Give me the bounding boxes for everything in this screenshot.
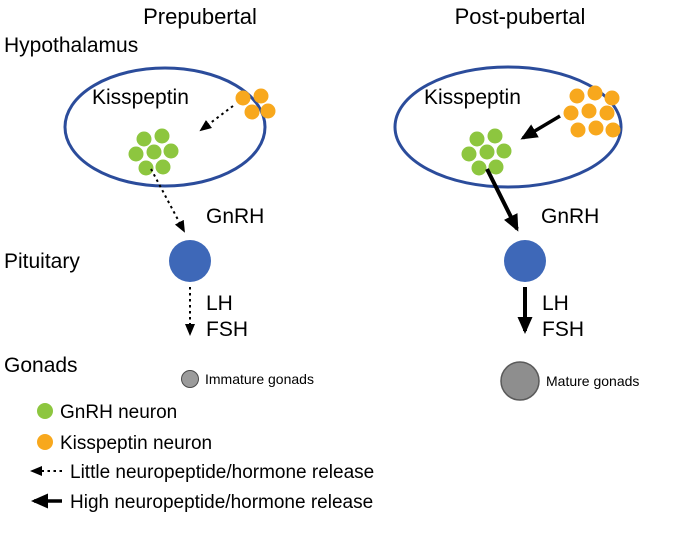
kisspeptin-neuron-dot bbox=[599, 105, 615, 121]
postpubertal-gnrh-label: GnRH bbox=[541, 205, 599, 228]
prepubertal-title: Prepubertal bbox=[143, 4, 257, 29]
gnrh-neuron-dot bbox=[471, 160, 487, 176]
prepubertal-kisspeptin-to-gnrh-arrow bbox=[199, 105, 234, 132]
kisspeptin-neuron-dot bbox=[587, 85, 603, 101]
legend-little-release-label: Little neuropeptide/hormone release bbox=[70, 462, 374, 483]
kisspeptin-neuron-dot bbox=[605, 122, 621, 138]
kisspeptin-neuron-dot bbox=[570, 122, 586, 138]
postpubertal-kisspeptin-label: Kisspeptin bbox=[424, 86, 521, 109]
legend-gnrh-neuron-label: GnRH neuron bbox=[60, 402, 177, 423]
immature-gonad-circle bbox=[181, 370, 199, 388]
prepubertal-kisspeptin-neurons bbox=[235, 88, 276, 120]
mature-gonad-circle bbox=[500, 361, 540, 401]
postpubertal-column: Kisspeptin GnRH LH FSH Mature gonads bbox=[393, 65, 639, 401]
postpubertal-kisspeptin-to-gnrh-arrow bbox=[520, 114, 561, 140]
gnrh-neuron-dot bbox=[469, 131, 485, 147]
kisspeptin-neuron-dot bbox=[604, 90, 620, 106]
postpubertal-pituitary-circle bbox=[504, 240, 546, 282]
postpubertal-title: Post-pubertal bbox=[455, 4, 586, 29]
prepubertal-gnrh-label: GnRH bbox=[206, 205, 264, 228]
kisspeptin-neuron-dot bbox=[569, 88, 585, 104]
gnrh-neuron-dot bbox=[154, 128, 170, 144]
kisspeptin-neuron-dot bbox=[260, 103, 276, 119]
prepubertal-column: Kisspeptin GnRH LH FSH Immature gonads bbox=[63, 66, 314, 388]
kisspeptin-neuron-dot bbox=[235, 90, 251, 106]
postpubertal-fsh-label: FSH bbox=[542, 318, 584, 341]
gnrh-neuron-dot bbox=[138, 160, 154, 176]
immature-gonads-label: Immature gonads bbox=[205, 371, 314, 387]
prepubertal-kisspeptin-label: Kisspeptin bbox=[92, 86, 189, 109]
prepubertal-gnrh-release-arrow bbox=[150, 168, 185, 233]
kisspeptin-neuron-dot bbox=[244, 104, 260, 120]
hypothalamus-label: Hypothalamus bbox=[4, 34, 138, 57]
legend-kisspeptin-neuron-label: Kisspeptin neuron bbox=[60, 433, 212, 454]
gnrh-neuron-dot bbox=[155, 159, 171, 175]
kisspeptin-neuron-dot bbox=[563, 105, 579, 121]
gnrh-neuron-dot bbox=[488, 159, 504, 175]
postpubertal-kisspeptin-neurons bbox=[563, 85, 621, 138]
legend-gnrh-neuron-dot bbox=[37, 403, 53, 419]
gnrh-neuron-dot bbox=[146, 144, 162, 160]
gnrh-neuron-dot bbox=[496, 143, 512, 159]
legend-high-release-label: High neuropeptide/hormone release bbox=[70, 492, 373, 513]
legend: GnRH neuron Kisspeptin neuron Little neu… bbox=[30, 402, 374, 513]
gnrh-neuron-dot bbox=[136, 131, 152, 147]
prepubertal-gnrh-neurons bbox=[128, 128, 179, 176]
gnrh-neuron-dot bbox=[128, 146, 144, 162]
postpubertal-gnrh-neurons bbox=[461, 128, 512, 176]
prepubertal-lh-label: LH bbox=[206, 292, 233, 315]
mature-gonads-label: Mature gonads bbox=[546, 373, 639, 389]
kisspeptin-neuron-dot bbox=[581, 103, 597, 119]
prepubertal-fsh-label: FSH bbox=[206, 318, 248, 341]
gnrh-neuron-dot bbox=[461, 146, 477, 162]
postpubertal-lh-label: LH bbox=[542, 292, 569, 315]
postpubertal-gnrh-release-arrow bbox=[485, 168, 519, 232]
legend-kisspeptin-neuron-dot bbox=[37, 434, 53, 450]
gnrh-neuron-dot bbox=[163, 143, 179, 159]
prepubertal-hypothalamus-ellipse bbox=[63, 66, 267, 188]
gonads-label: Gonads bbox=[4, 354, 78, 377]
postpubertal-hypothalamus-ellipse bbox=[393, 65, 623, 189]
pituitary-label: Pituitary bbox=[4, 250, 80, 273]
gnrh-neuron-dot bbox=[487, 128, 503, 144]
kisspeptin-neuron-dot bbox=[588, 120, 604, 136]
kisspeptin-neuron-dot bbox=[253, 88, 269, 104]
gnrh-neuron-dot bbox=[479, 144, 495, 160]
prepubertal-pituitary-circle bbox=[169, 240, 211, 282]
